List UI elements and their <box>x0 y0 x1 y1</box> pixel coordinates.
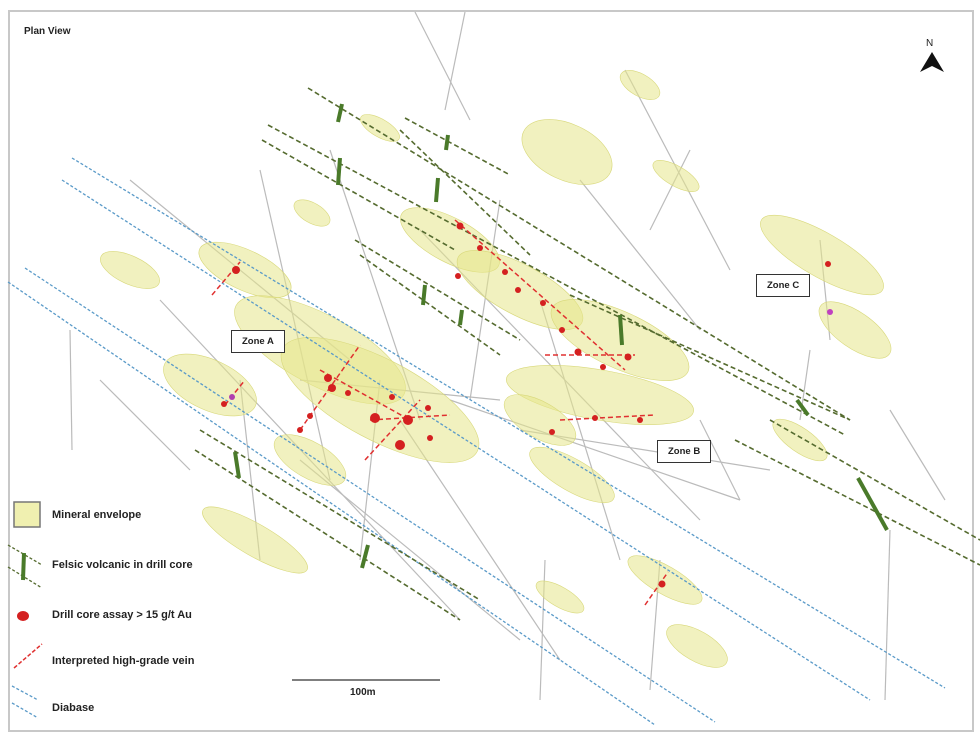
legend-diabase: Diabase <box>52 702 95 714</box>
felsic-volcanic-symbol <box>7 544 43 589</box>
mineral-envelope-swatch <box>13 501 41 528</box>
legend-assay: Drill core assay > 15 g/t Au <box>52 609 192 621</box>
blue-dashed-lines <box>11 685 39 719</box>
assay-points <box>221 222 833 588</box>
zone-a-label: Zone A <box>231 330 285 353</box>
diabase-dykes <box>7 157 946 726</box>
zone-b-label: Zone B <box>657 440 712 463</box>
legend-vein: Interpreted high-grade vein <box>52 655 195 667</box>
legend-symbols <box>7 501 43 719</box>
zone-c-label: Zone C <box>756 274 811 297</box>
scale-bar-label: 100m <box>350 687 376 698</box>
red-dashed-line <box>13 643 43 669</box>
map-title: Plan View <box>24 26 71 37</box>
felsic-volcanic-traces <box>194 87 980 621</box>
north-arrow-icon <box>920 52 944 72</box>
felsic-volcanic-intercepts <box>233 103 889 569</box>
legend-mineral-envelope: Mineral envelope <box>52 509 142 521</box>
map-frame <box>8 10 974 732</box>
mineral-envelopes <box>100 70 892 668</box>
north-label: N <box>926 38 934 49</box>
legend-felsic-volcanic: Felsic volcanic in drill core <box>52 559 193 571</box>
assay-dot <box>17 611 29 621</box>
